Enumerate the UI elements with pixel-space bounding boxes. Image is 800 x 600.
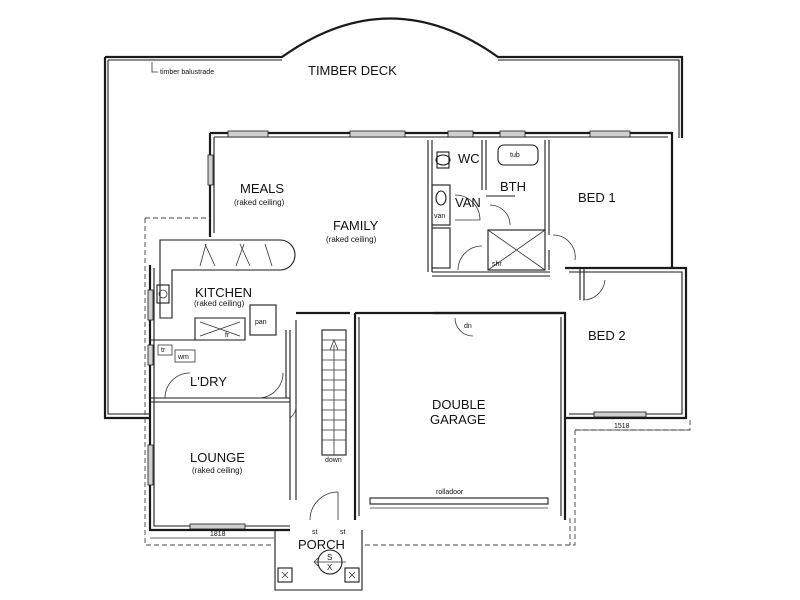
- pan-label: pan: [255, 319, 267, 326]
- bth-label: BTH: [500, 179, 526, 194]
- wc-label: WC: [458, 151, 480, 166]
- porch-label: PORCH: [298, 537, 345, 552]
- kitchen-label: KITCHEN: [195, 285, 252, 300]
- van-label: VAN: [455, 195, 481, 210]
- rolladoor-label: rolladoor: [436, 489, 464, 496]
- fr-label: fr: [225, 332, 230, 339]
- st-right-label: st: [340, 529, 346, 536]
- down-label: down: [325, 457, 342, 464]
- pantry-block: [157, 304, 277, 363]
- timber-deck-label: TIMBER DECK: [308, 63, 397, 78]
- tub-label: tub: [510, 152, 520, 159]
- room-labels: timber balustrade TIMBER DECK MEALS (rak…: [160, 63, 630, 572]
- family-label: FAMILY: [333, 218, 379, 233]
- lounge-label: LOUNGE: [190, 450, 245, 465]
- double-garage-label: DOUBLE: [432, 397, 486, 412]
- lounge-note: (raked ceiling): [192, 466, 243, 475]
- bed2-label: BED 2: [588, 328, 626, 343]
- van-small-label: van: [434, 213, 445, 220]
- porch-s-label: S: [327, 553, 332, 562]
- dn-top-label: dn: [464, 323, 472, 330]
- ldry-label: L'DRY: [190, 374, 227, 389]
- staircase: [321, 329, 347, 456]
- kitchen-note: (raked ceiling): [194, 299, 245, 308]
- family-note: (raked ceiling): [326, 235, 377, 244]
- doors: [164, 194, 606, 521]
- st-left-label: st: [312, 529, 318, 536]
- dim-1818-label: 1818: [210, 531, 226, 538]
- dimension-lines: [150, 429, 690, 539]
- shr-label: shr: [492, 261, 502, 268]
- roller-door: [369, 497, 549, 509]
- double-garage-label-2: GARAGE: [430, 412, 486, 427]
- porch-x-label: X: [327, 563, 333, 572]
- timber-balustrade-label: timber balustrade: [160, 69, 214, 76]
- bed1-label: BED 1: [578, 190, 616, 205]
- porch: [274, 530, 363, 591]
- tr-label: tr: [161, 347, 166, 354]
- balustrade-leader: [151, 62, 158, 73]
- meals-label: MEALS: [240, 181, 284, 196]
- windows: [147, 130, 647, 530]
- meals-note: (raked ceiling): [234, 198, 285, 207]
- timber-deck: [103, 17, 684, 420]
- kitchen-bench: [156, 239, 296, 319]
- wm-label: wm: [177, 354, 189, 361]
- dim-1518-label: 1518: [614, 423, 630, 430]
- bath-fixtures: [431, 144, 546, 271]
